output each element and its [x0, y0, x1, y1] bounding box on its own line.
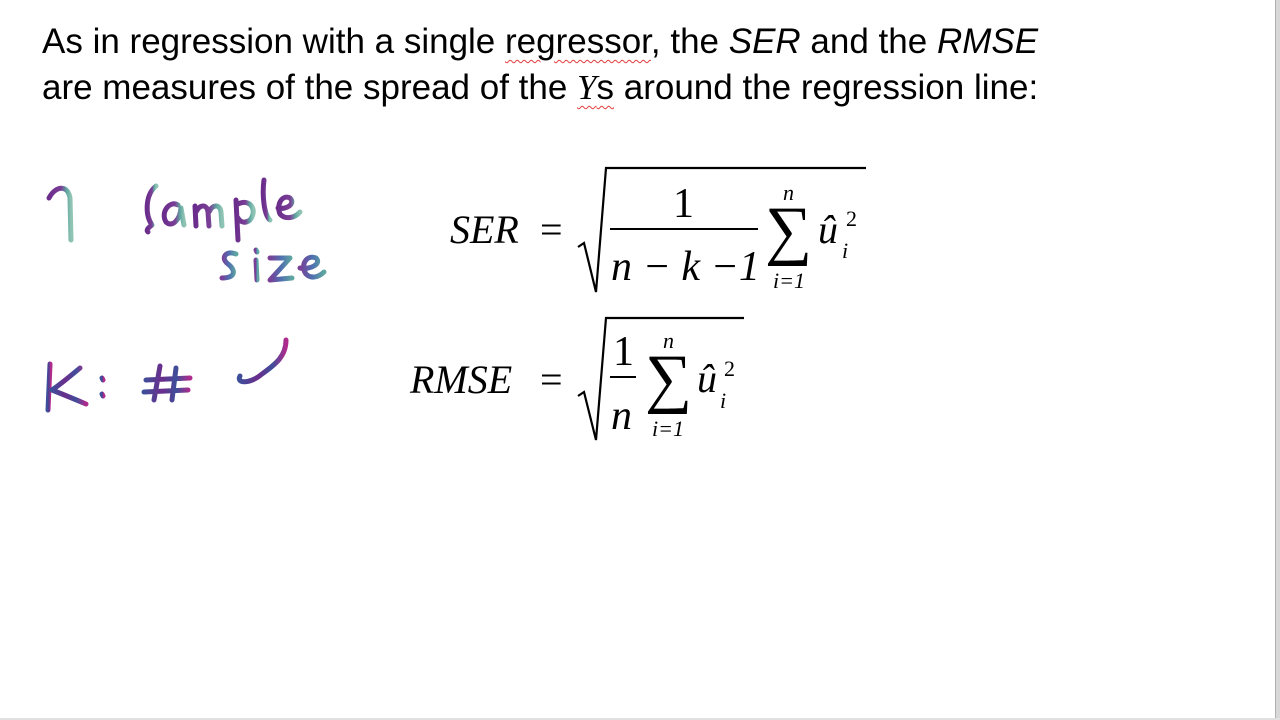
rmse-lhs: RMSE — [410, 357, 513, 402]
rmse-equals: = — [540, 357, 563, 402]
heading-line-2: are measures of the spread of the Ys aro… — [42, 66, 1038, 110]
note-k-count — [45, 337, 289, 413]
ser-sigma: ∑ — [765, 194, 813, 267]
ser-sum-lower: i=1 — [773, 268, 805, 293]
ser-exponent: 2 — [846, 206, 857, 231]
ser-numerator: 1 — [673, 181, 694, 227]
heading-text: are measures of the spread of the — [42, 68, 578, 107]
heading-text: As in regression with a single — [42, 22, 505, 61]
plural-suffix: s — [596, 68, 615, 107]
ser-equals: = — [540, 207, 563, 252]
note-n-sample — [44, 177, 303, 243]
ser-denominator: n − k −1 — [611, 244, 760, 290]
rmse-subscript: i — [720, 388, 727, 413]
heading-text: around the regression line: — [614, 68, 1039, 107]
ser-subscript: i — [842, 238, 849, 263]
misspelled-word: regressor — [505, 22, 651, 61]
ser-sum-upper: n — [783, 180, 794, 205]
window-right-edge — [1275, 0, 1280, 720]
rmse-sum-upper: n — [663, 328, 674, 353]
ser-residual: û — [818, 207, 838, 252]
rmse-numerator: 1 — [613, 329, 634, 375]
y-variable: Y — [577, 68, 597, 107]
rmse-residual: û — [697, 356, 717, 401]
heading-text: and the — [800, 22, 937, 61]
window-bottom-edge — [0, 718, 1280, 720]
rmse-sigma: ∑ — [645, 342, 693, 415]
ser-lhs: SER — [450, 207, 519, 252]
rmse-term: RMSE — [936, 22, 1039, 61]
rmse-exponent: 2 — [724, 356, 735, 381]
heading-line-1: As in regression with a single regressor… — [42, 20, 1038, 64]
note-size — [219, 247, 327, 283]
rmse-denominator: n — [611, 393, 632, 439]
heading-text: , the — [650, 22, 729, 61]
ser-term: SER — [728, 22, 801, 61]
rmse-sum-lower: i=1 — [652, 416, 684, 441]
